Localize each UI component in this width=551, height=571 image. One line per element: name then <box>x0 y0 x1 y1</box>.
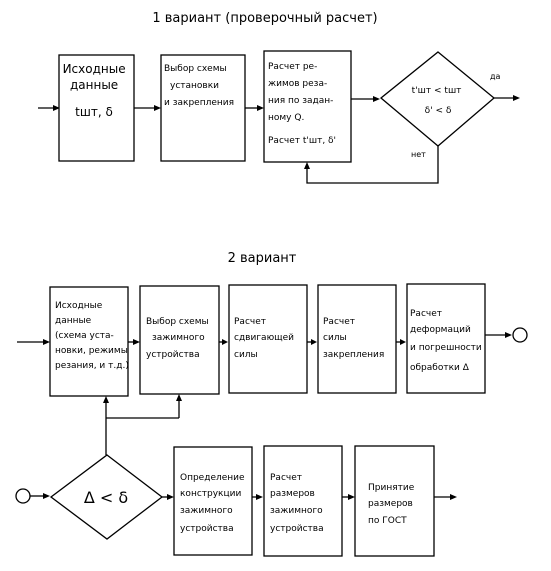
v2-box-source-data <box>49 286 129 397</box>
v2-box-shear-force-text: Расчет сдвигающей силы <box>234 317 297 360</box>
v2-box-deformation-text: Расчет деформаций и погрешности обработк… <box>410 309 485 373</box>
v2-box3-line1: Расчет <box>234 317 266 327</box>
v2-arrowhead-diamond-6 <box>167 494 174 500</box>
v2-box8-line1: Принятие <box>368 483 415 493</box>
v2-final-exit-arrowhead <box>450 494 457 500</box>
v1-box1-line3: tшт, δ <box>75 105 113 119</box>
v2-box6-line3: зажимного <box>180 506 233 516</box>
v2-entry-arrowhead <box>43 339 50 345</box>
v2-box4-line3: закрепления <box>323 350 384 360</box>
v2-box5-line3: и погрешности <box>410 343 482 353</box>
v1-box2-line1: Выбор схемы <box>164 64 227 74</box>
v2-box4-line2: силы <box>323 333 347 343</box>
v1-no-label: нет <box>411 150 426 159</box>
v2-box1-line5: резания, и т.д.) <box>55 361 129 371</box>
v1-entry-arrowhead <box>53 105 60 111</box>
v2-box-clamp-scheme-text: Выбор схемы зажимного устройства <box>146 317 212 360</box>
v1-box3-line3: ния по задан- <box>268 96 333 106</box>
v1-decision-line1: t'шт < tшт <box>412 86 462 96</box>
v2-box6-line4: устройства <box>180 524 234 534</box>
v2-box3-line2: сдвигающей <box>234 333 294 343</box>
variant1-title: 1 вариант (проверочный расчет) <box>152 11 377 26</box>
v2-box5-line1: Расчет <box>410 309 442 319</box>
v2-box-gost-sizes <box>354 445 435 557</box>
v2-box7-line3: зажимного <box>270 506 323 516</box>
v1-box1-line2: данные <box>70 78 118 92</box>
v1-box3-line5: Расчет t'шт, δ' <box>268 136 336 146</box>
v2-box7-line2: размеров <box>270 489 315 499</box>
v2-box-size-calculation-text: Расчет размеров зажимного устройства <box>270 473 326 534</box>
v2-box-gost-sizes-text: Принятие размеров по ГОСТ <box>368 483 417 526</box>
v1-box-source-data-text: Исходные данные tшт, δ <box>63 62 130 119</box>
v2-box7-line4: устройства <box>270 524 324 534</box>
v2-box8-line3: по ГОСТ <box>368 516 407 526</box>
v1-arrowhead-2-3 <box>257 105 264 111</box>
v2-box5-line4: обработки Δ <box>410 363 470 373</box>
v2-arrowhead-7-8 <box>348 494 355 500</box>
v1-yes-label: да <box>490 72 501 81</box>
v2-box3-line3: силы <box>234 350 258 360</box>
v2-arrowhead-1-2 <box>133 339 140 345</box>
v2-box-clamping-force <box>317 284 397 394</box>
v2-decision-text: Δ < δ <box>84 488 128 507</box>
v2-box2-line2: зажимного <box>152 333 205 343</box>
v2-box-design-definition <box>173 446 253 556</box>
v2-box5-line2: деформаций <box>410 325 471 335</box>
v2-box-size-calculation <box>263 445 343 557</box>
v2-box8-line2: размеров <box>368 499 413 509</box>
v2-box1-line2: данные <box>55 316 92 326</box>
v2-box2-line3: устройства <box>146 350 200 360</box>
v1-box-scheme-choice <box>160 54 246 162</box>
v2-box-clamp-scheme <box>139 285 220 395</box>
v2-box1-line1: Исходные <box>55 301 103 311</box>
v1-box3-line4: ному Q. <box>268 113 304 123</box>
v2-box1-line4: новки, режимы <box>55 346 128 356</box>
v1-arrowhead-1-2 <box>154 105 161 111</box>
v1-decision-line2: δ' < δ <box>425 106 452 116</box>
v1-decision-text: t'шт < tшт δ' < δ <box>412 86 465 116</box>
v2-box6-line2: конструкции <box>180 489 241 499</box>
v2-box6-line1: Определение <box>180 473 245 483</box>
v2-box7-line1: Расчет <box>270 473 302 483</box>
v1-box1-line1: Исходные <box>63 62 126 76</box>
v2-end-terminal <box>512 327 528 343</box>
v1-decision-diamond <box>379 51 496 147</box>
v2-arrowhead-3-4 <box>311 339 317 345</box>
v2-start-arrowhead <box>43 493 50 499</box>
v1-arrowhead-3-diamond <box>373 96 380 102</box>
v2-decision-diamond <box>49 454 164 540</box>
v1-no-feedback-line <box>306 146 439 184</box>
v1-box3-line1: Расчет ре- <box>268 62 317 72</box>
v2-exit-arrowhead <box>505 332 512 338</box>
v2-box1-line3: (схема уста- <box>55 331 114 341</box>
v2-box-shear-force <box>228 284 308 394</box>
v2-box-design-definition-text: Определение конструкции зажимного устрой… <box>180 473 247 534</box>
v2-box-source-data-text: Исходные данные (схема уста- новки, режи… <box>55 301 131 371</box>
v2-loop-arrowhead-box2 <box>176 394 182 401</box>
v1-box-cutting-modes-text: Расчет ре- жимов реза- ния по задан- ном… <box>268 62 336 146</box>
v1-box2-line3: и закрепления <box>164 98 234 108</box>
v2-box4-line1: Расчет <box>323 317 355 327</box>
v1-box-cutting-modes <box>263 50 352 163</box>
v2-box-clamping-force-text: Расчет силы закрепления <box>323 317 384 360</box>
variant2-title: 2 вариант <box>228 251 297 266</box>
v1-yes-exit-arrowhead <box>513 95 520 101</box>
v1-box-source-data <box>58 54 135 162</box>
v2-box2-line1: Выбор схемы <box>146 317 209 327</box>
v2-loop-arrowhead-box1 <box>103 396 109 403</box>
v1-no-feedback-arrowhead <box>304 162 310 169</box>
v2-box-deformation <box>406 283 486 394</box>
v1-box-scheme-choice-text: Выбор схемы установки и закрепления <box>164 64 234 108</box>
v2-arrowhead-4-5 <box>400 339 406 345</box>
v1-box2-line2: установки <box>170 81 219 91</box>
v2-start-terminal <box>15 488 31 504</box>
v2-arrowhead-2-3 <box>222 339 228 345</box>
v1-box3-line2: жимов реза- <box>268 79 327 89</box>
v2-arrowhead-6-7 <box>256 494 263 500</box>
